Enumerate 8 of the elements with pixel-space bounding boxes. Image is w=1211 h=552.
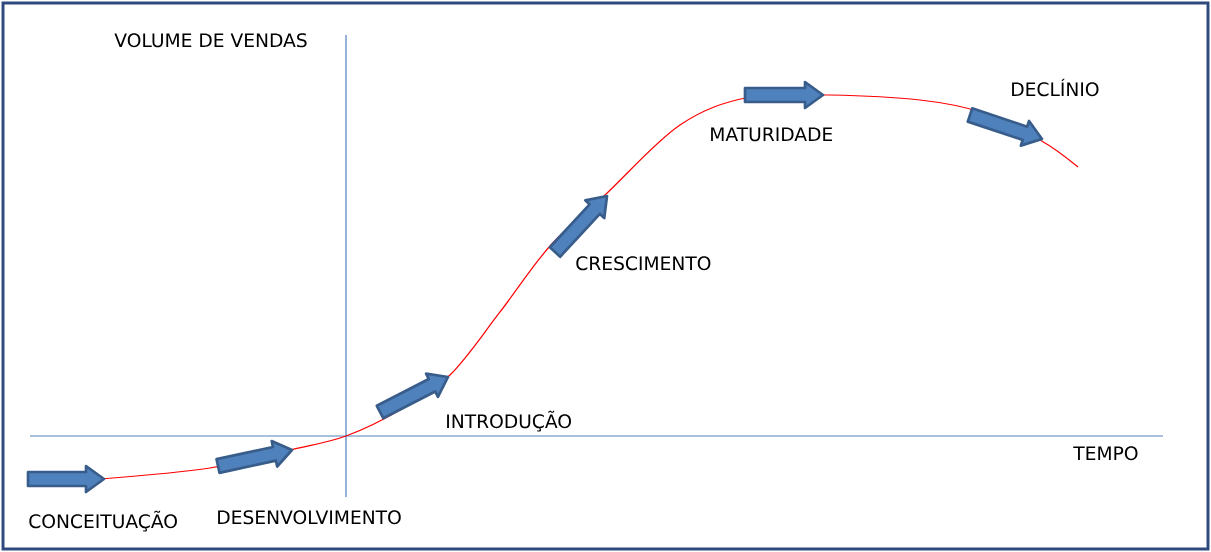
stage-label: INTRODUÇÃO (447, 410, 571, 432)
stage-label: CRESCIMENTO (576, 256, 711, 271)
stage-label: MATURIDADE (711, 127, 833, 142)
stage-label: CONCEITUAÇÃO (29, 510, 177, 532)
stage-label: DECLÍNIO (1012, 78, 1099, 97)
axis-label: TEMPO (1073, 446, 1138, 461)
axis-label: VOLUME DE VENDAS (114, 33, 307, 48)
stage-label: DESENVOLVIMENTO (218, 510, 401, 525)
